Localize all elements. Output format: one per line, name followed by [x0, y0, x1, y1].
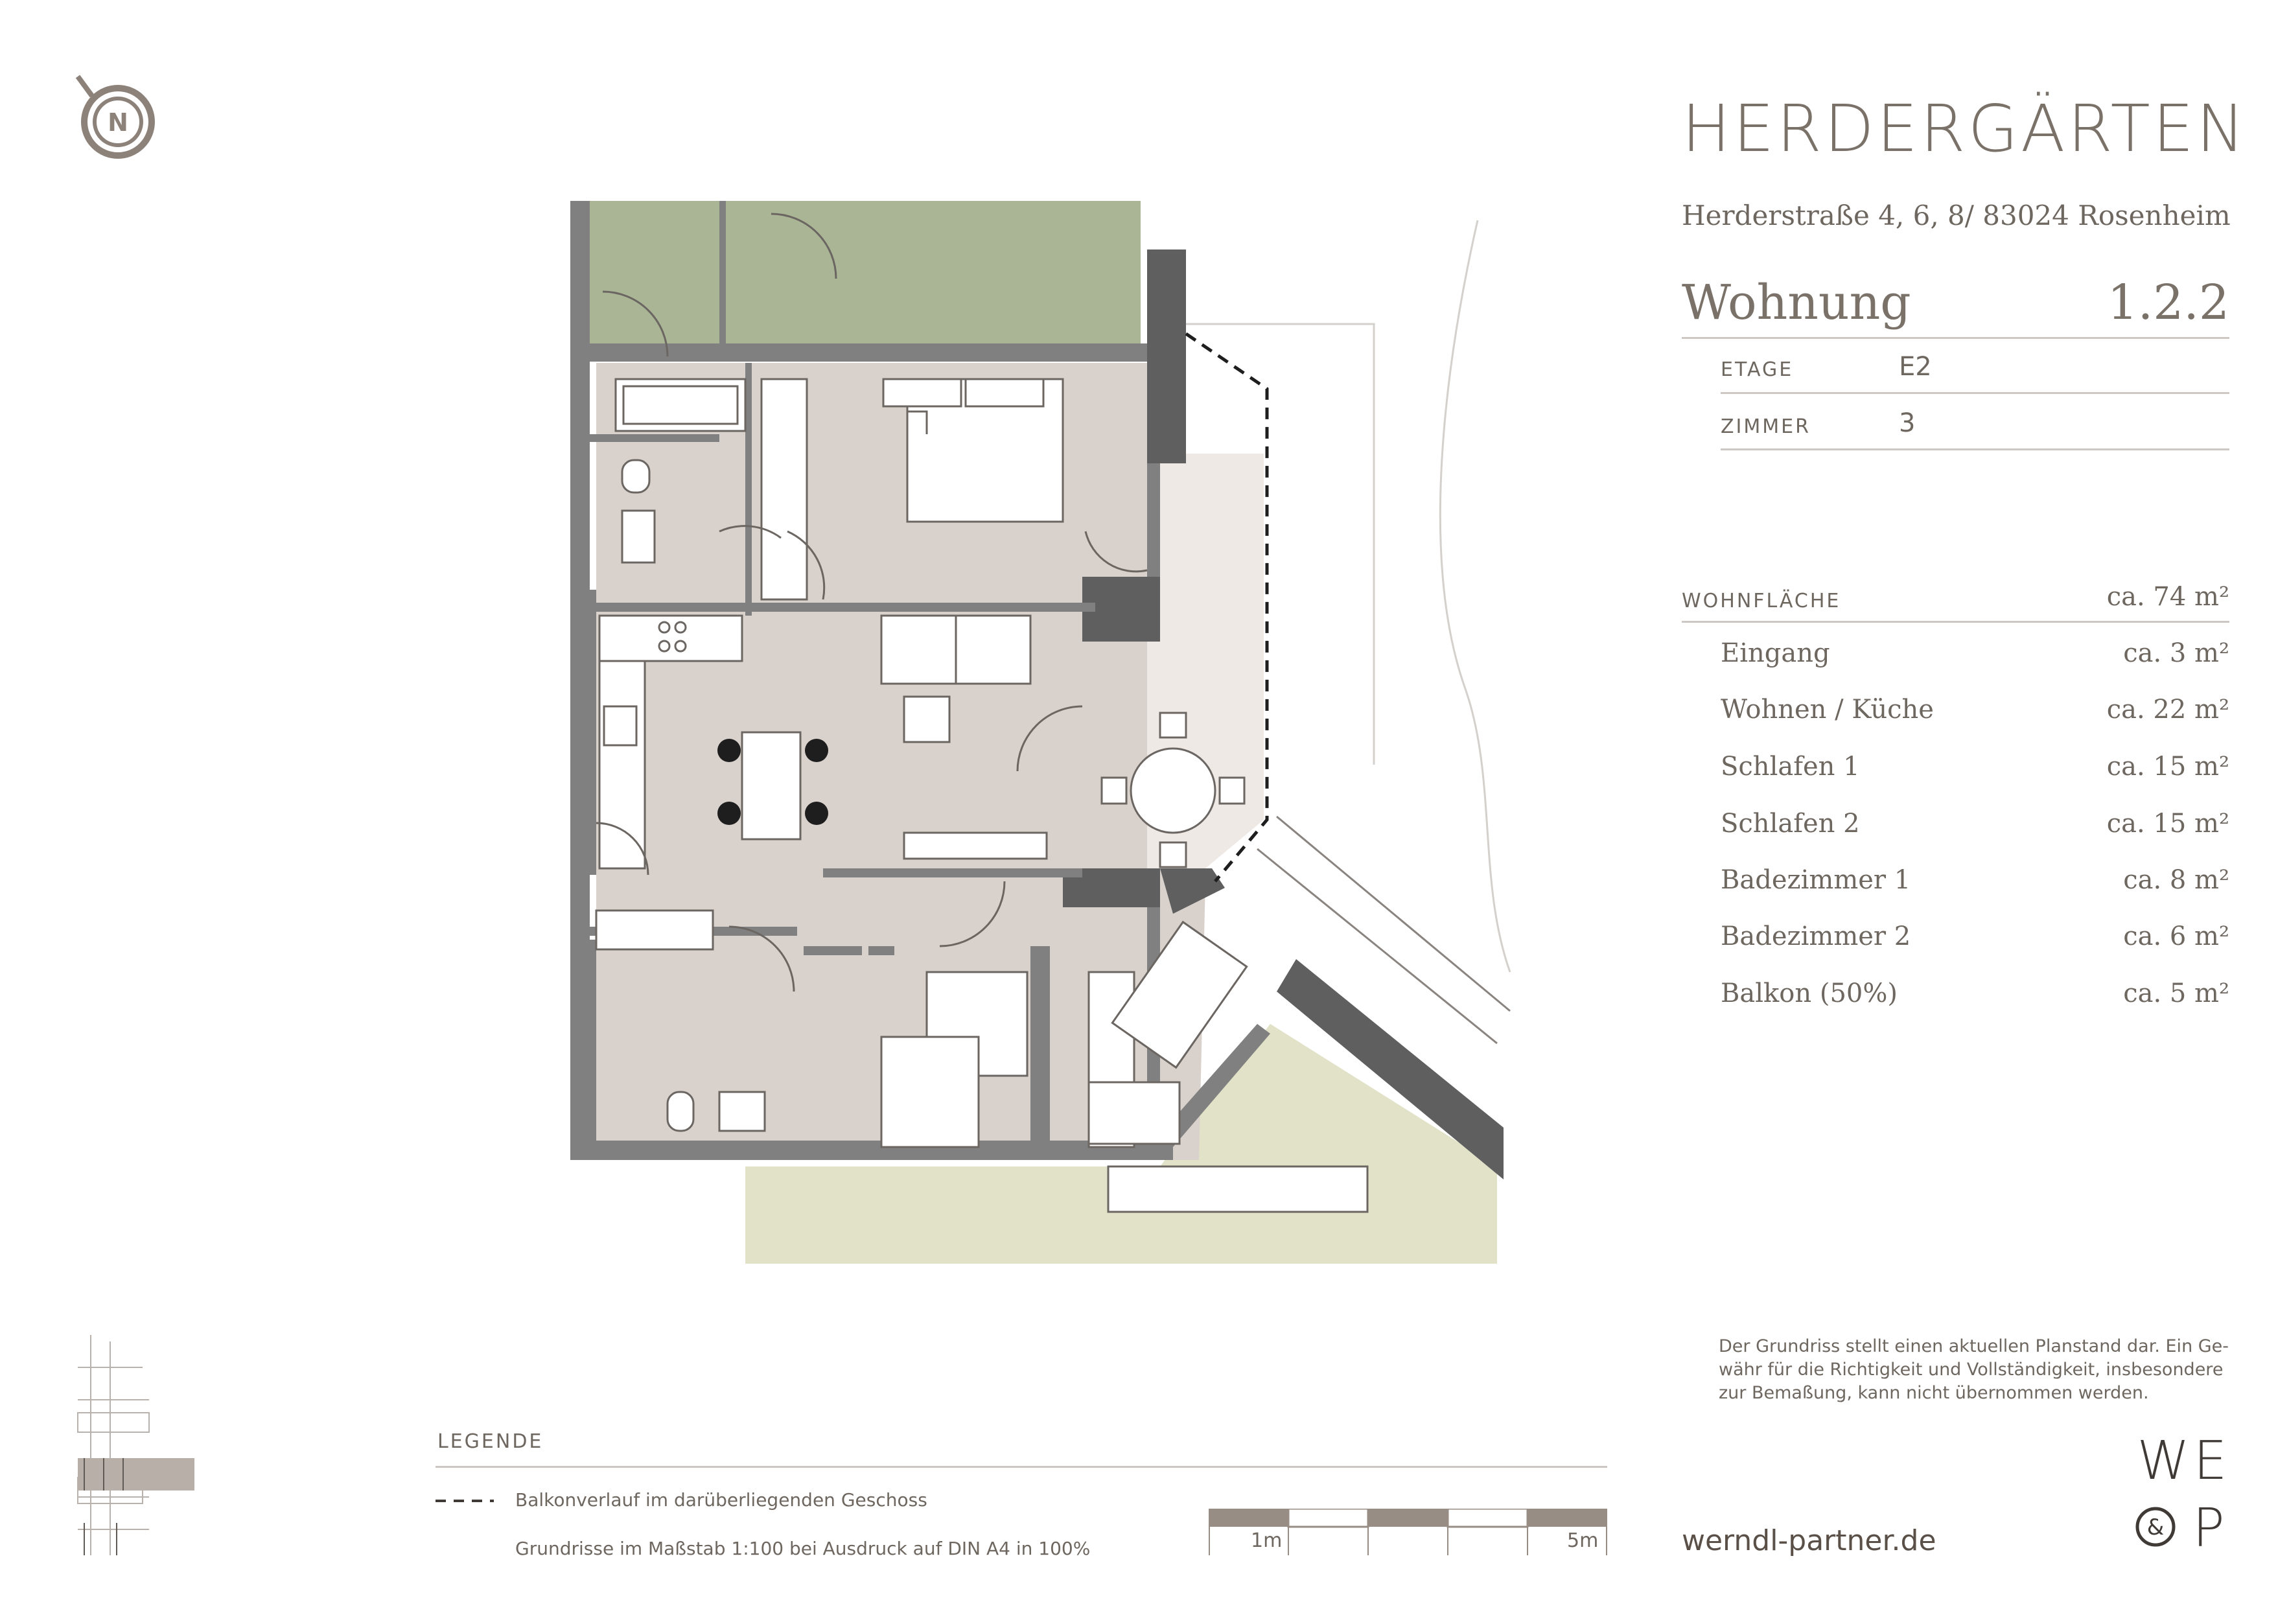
railing [1257, 848, 1498, 1045]
round-table [1130, 747, 1216, 834]
chair [1218, 776, 1246, 805]
room-name: Schlafen 1 [1721, 752, 1860, 782]
scale-end-label: 5m [1567, 1529, 1599, 1552]
shoe-cabinet [595, 909, 714, 951]
sink [603, 705, 638, 747]
area-row: Badezimmer 1 ca. 8 m² [1721, 865, 2229, 917]
kitchen-unit [598, 660, 646, 870]
bench [1107, 1165, 1369, 1213]
room-name: Balkon (50%) [1721, 979, 1898, 1008]
chair [1159, 841, 1187, 868]
floor-plan [570, 201, 1511, 1264]
legend-title: LEGENDE [437, 1430, 544, 1453]
floor-value: E2 [1899, 352, 1932, 382]
desk [1087, 1081, 1181, 1145]
scale-start-label: 1m [1251, 1529, 1283, 1552]
dashed-line-symbol [436, 1500, 494, 1502]
dining-chair [805, 739, 828, 762]
divider [1682, 337, 2229, 339]
wardrobe [760, 378, 808, 601]
room-size: ca. 15 m² [2106, 809, 2229, 839]
floor-label: ETAGE [1721, 358, 1794, 381]
dining-chair [717, 802, 741, 825]
disclaimer-line: zur Bemaßung, kann nicht übernommen werd… [1719, 1383, 2149, 1403]
room-name: Eingang [1721, 638, 1830, 668]
kitchen-counter [598, 614, 743, 662]
logo-top: WE [2137, 1432, 2231, 1492]
room-size: ca. 3 m² [2123, 638, 2229, 668]
area-row: Eingang ca. 3 m² [1721, 638, 2229, 690]
area-row: Schlafen 2 ca. 15 m² [1721, 809, 2229, 861]
shower-tray [880, 1036, 980, 1148]
dining-table [741, 731, 802, 841]
living-area-label: WOHNFLÄCHE [1682, 590, 1841, 612]
room-size: ca. 22 m² [2106, 695, 2229, 725]
chair [1100, 776, 1128, 805]
disclaimer-line: währ für die Richtigkeit und Vollständig… [1719, 1360, 2224, 1380]
divider [1721, 392, 2229, 394]
living-area-total: ca. 74 m² [2106, 582, 2229, 612]
brand-title: HERDERGÄRTEN [1682, 91, 2248, 167]
single-bed [1111, 920, 1248, 1069]
we-p-logo: WE & P [2135, 1432, 2231, 1559]
green-area-top [590, 201, 1141, 347]
bathtub [614, 378, 747, 432]
legend-balcony-note: Balkonverlauf im darüberliegenden Gescho… [515, 1489, 927, 1511]
balcony-outline-dashed [1185, 332, 1269, 883]
building-elevation-thumbnail [77, 1335, 194, 1555]
north-compass-icon: N [75, 75, 155, 159]
disclaimer-line: Der Grundriss stellt einen aktuellen Pla… [1719, 1336, 2229, 1356]
divider [1682, 621, 2229, 623]
dining-chair [717, 739, 741, 762]
chair [1159, 712, 1187, 739]
room-size: ca. 5 m² [2123, 979, 2229, 1008]
area-row: Schlafen 1 ca. 15 m² [1721, 752, 2229, 804]
railing [1276, 815, 1511, 1012]
divider [1721, 448, 2229, 450]
area-row: Badezimmer 2 ca. 6 m² [1721, 922, 2229, 973]
room-size: ca. 6 m² [2123, 922, 2229, 951]
unit-number: 1.2.2 [2107, 275, 2229, 331]
washbasin [621, 509, 656, 564]
scale-bar [1209, 1509, 1607, 1555]
room-name: Badezimmer 1 [1721, 865, 1911, 895]
dining-chair [805, 802, 828, 825]
toilet [621, 459, 651, 494]
room-size: ca. 8 m² [2123, 865, 2229, 895]
compass-letter: N [108, 108, 128, 137]
logo-ampersand: & [2147, 1514, 2165, 1540]
toilet [666, 1091, 695, 1132]
room-name: Badezimmer 2 [1721, 922, 1911, 951]
room-name: Wohnen / Küche [1721, 695, 1934, 725]
area-row: Wohnen / Küche ca. 22 m² [1721, 695, 2229, 747]
legend-scale-note: Grundrisse im Maßstab 1:100 bei Ausdruck… [515, 1538, 1091, 1559]
terrace-outline [1179, 323, 1375, 765]
legend-divider [436, 1466, 1607, 1468]
room-size: ca. 15 m² [2106, 752, 2229, 782]
disclaimer: Der Grundriss stellt einen aktuellen Pla… [1719, 1335, 2237, 1405]
rooms-label: ZIMMER [1721, 415, 1811, 438]
address: Herderstraße 4, 6, 8/ 83024 Rosenheim [1682, 200, 2231, 231]
tv-unit [903, 831, 1048, 860]
rooms-value: 3 [1899, 408, 1916, 438]
unit-label: Wohnung [1682, 275, 1911, 331]
website-link[interactable]: werndl-partner.de [1682, 1524, 1936, 1557]
coffee-table [903, 695, 951, 743]
lawn-outline [1439, 220, 1511, 973]
logo-p: P [2192, 1498, 2224, 1559]
room-name: Schlafen 2 [1721, 809, 1860, 839]
area-row: Balkon (50%) ca. 5 m² [1721, 979, 2229, 1030]
washbasin [718, 1091, 766, 1132]
